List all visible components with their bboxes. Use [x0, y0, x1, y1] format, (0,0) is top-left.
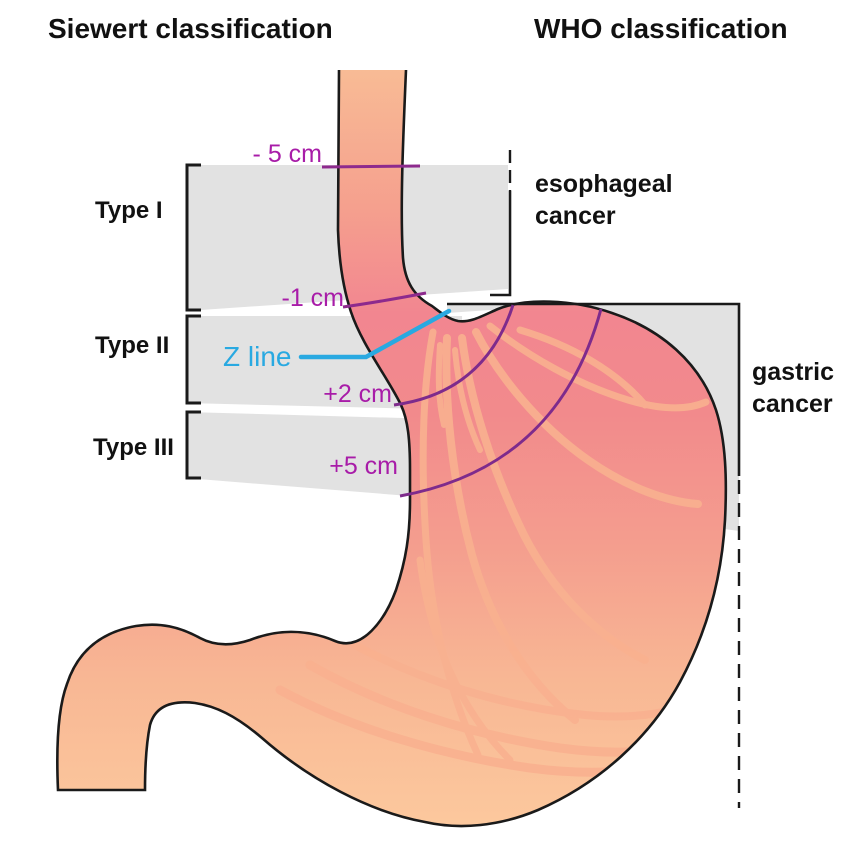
plus-2cm-arc — [393, 304, 515, 407]
rugae-fold — [458, 334, 649, 664]
bracket-type-iii — [185, 410, 201, 480]
gastric-cancer-label-line1: gastric — [752, 358, 834, 386]
rugae-fold — [452, 347, 483, 453]
type-ii-label: Type II — [95, 332, 169, 359]
z-line — [298, 308, 452, 360]
minus-1cm-label: -1 cm — [282, 284, 345, 312]
bracket-type-i — [185, 163, 201, 312]
esophageal-cancer-label-line1: esophageal — [535, 170, 673, 198]
plus-2cm-label: +2 cm — [323, 380, 392, 408]
plus-5cm-arc — [399, 308, 603, 498]
type-iii-label: Type III — [93, 434, 174, 461]
rugae-fold — [472, 328, 702, 508]
bracket-type-ii — [185, 314, 201, 405]
z-line-label: Z line — [223, 341, 291, 372]
plus-5cm-label: +5 cm — [329, 452, 398, 480]
esophageal-cancer-label-line2: cancer — [535, 202, 616, 230]
minus-5cm-line — [321, 164, 421, 169]
minus-1cm-line — [342, 291, 427, 309]
rugae-fold — [416, 556, 514, 764]
esophagus-stomach-shape — [57, 70, 726, 826]
gastric-cancer-label-line2: cancer — [752, 390, 833, 418]
organ-outline — [56, 69, 728, 828]
rugae-fold — [442, 334, 579, 724]
esophageal-bracket — [490, 191, 512, 297]
rugae-fold — [516, 326, 649, 409]
rugae-fold — [419, 328, 482, 759]
type-i-label: Type I — [95, 197, 163, 224]
gastric-region-border — [447, 302, 741, 476]
who-title: WHO classification — [534, 13, 788, 44]
rugae-fold — [435, 342, 447, 428]
siewert-brackets — [185, 163, 201, 480]
minus-5cm-label: - 5 cm — [253, 140, 322, 168]
siewert-title: Siewert classification — [48, 13, 333, 44]
rugae-fold — [486, 322, 710, 412]
type-iii-band — [186, 412, 438, 498]
